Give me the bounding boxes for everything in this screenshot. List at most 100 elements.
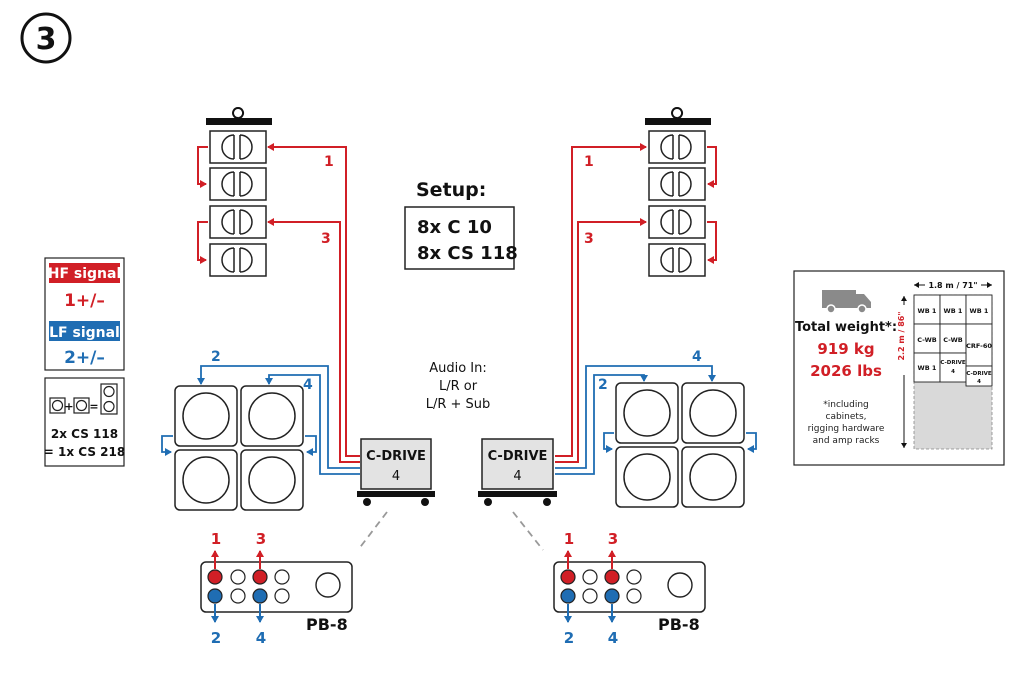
right-cables: 1 3 4 2 (555, 143, 716, 475)
lf-cable-4 (555, 365, 716, 469)
caster-wheel (543, 498, 551, 506)
svg-text:3: 3 (608, 530, 618, 548)
truck-icon (822, 290, 871, 314)
hf-cable-3 (267, 218, 360, 463)
c10-cabinet (648, 130, 706, 164)
setup-line-1: 8x C 10 (417, 217, 492, 238)
svg-text:WB 1: WB 1 (970, 307, 989, 315)
svg-text:2x CS 118: 2x CS 118 (51, 427, 118, 441)
c10-cabinet (209, 205, 267, 239)
transport-panel: Total weight*: 919 kg 2026 lbs *includin… (793, 270, 1005, 466)
right-line-array (645, 107, 717, 277)
leader-line (512, 511, 544, 551)
lf-link-cable (305, 435, 317, 456)
power-connector (667, 572, 693, 598)
panel-label: PB-8 (306, 615, 348, 634)
lf-link-cable (161, 435, 173, 456)
rigging-frame (206, 118, 272, 125)
lf-link-cable (746, 432, 757, 453)
svg-text:4: 4 (608, 629, 618, 647)
cs118-mini-icon (73, 397, 90, 414)
svg-text:2: 2 (564, 629, 574, 647)
svg-text:C-DRIVE: C-DRIVE (966, 371, 992, 377)
svg-text:1: 1 (211, 530, 221, 548)
svg-text:Audio In:: Audio In: (429, 361, 487, 376)
svg-text:*including: *including (823, 400, 869, 410)
rigging-ring-icon (671, 107, 684, 119)
cs118-sub (240, 385, 304, 447)
svg-text:C-WB: C-WB (917, 336, 936, 344)
left-cables: 1 3 2 4 (197, 143, 360, 475)
lf-swatch (49, 321, 120, 341)
cs118-sub (240, 449, 304, 511)
svg-text:2+/–: 2+/– (64, 348, 105, 368)
step-badge: 3 (20, 12, 72, 64)
cable-number-3: 3 (584, 231, 594, 247)
cs118-sub (615, 382, 679, 444)
cable-number-1: 1 (584, 154, 594, 170)
amp-channel-count: 4 (392, 469, 400, 484)
amp-channel-count: 4 (513, 469, 521, 484)
weight-title: Total weight*: (795, 320, 897, 335)
svg-text:C-DRIVE: C-DRIVE (940, 360, 966, 366)
amp-rack-base (357, 491, 435, 497)
cable-number-4: 4 (303, 377, 313, 393)
svg-text:3: 3 (256, 530, 266, 548)
hf-socket (252, 569, 268, 585)
amp-label: C-DRIVE (366, 449, 426, 464)
cable-number-3: 3 (321, 231, 331, 247)
lf-socket (560, 588, 576, 604)
left-sub-cluster (161, 385, 317, 511)
right-pb8-panel: 1 3 2 4 PB-8 (553, 530, 706, 647)
c10-cabinet (648, 243, 706, 277)
svg-text:= 1x CS 218: = 1x CS 218 (44, 445, 125, 459)
hf-swatch (49, 263, 120, 283)
svg-text:=: = (89, 400, 98, 413)
c10-cabinet (209, 243, 267, 277)
svg-text:WB 1: WB 1 (918, 364, 937, 372)
lf-link-cable (603, 432, 614, 453)
svg-text:L/R or: L/R or (439, 379, 478, 394)
lf-socket (207, 588, 223, 604)
svg-text:rigging hardware: rigging hardware (808, 424, 885, 434)
hf-cable-3 (555, 218, 647, 463)
amp-label: C-DRIVE (488, 449, 548, 464)
lf-socket (252, 588, 268, 604)
height-dimension: 2.2 m / 86" (897, 311, 906, 360)
rigging-ring-icon (232, 107, 245, 119)
amp-rack-base (478, 491, 557, 497)
cs218-mini-icon (100, 383, 118, 415)
svg-text:LF signal: LF signal (49, 325, 120, 341)
lf-socket (604, 588, 620, 604)
step-number: 3 (36, 22, 57, 57)
c10-cabinet (209, 167, 267, 201)
c10-cabinet (648, 205, 706, 239)
hf-link-cable (197, 146, 208, 188)
svg-text:WB 1: WB 1 (918, 307, 937, 315)
svg-text:C-WB: C-WB (943, 336, 962, 344)
hf-link-cable (707, 221, 717, 264)
hf-socket (207, 569, 223, 585)
setup-panel: Setup: 8x C 10 8x CS 118 (404, 179, 518, 270)
hf-socket (604, 569, 620, 585)
hf-link-cable (707, 146, 717, 188)
cs118-sub (174, 449, 238, 511)
caster-wheel (421, 498, 429, 506)
svg-text:WB 1: WB 1 (944, 307, 963, 315)
cable-number-2: 2 (598, 377, 608, 393)
weight-lbs: 2026 lbs (810, 362, 882, 380)
caster-wheel (484, 498, 492, 506)
power-connector (315, 572, 341, 598)
setup-title: Setup: (416, 179, 486, 201)
svg-text:1: 1 (564, 530, 574, 548)
svg-text:4: 4 (951, 369, 955, 375)
left-c-drive-amp: C-DRIVE 4 (357, 438, 435, 506)
svg-text:2: 2 (211, 629, 221, 647)
rigging-frame (645, 118, 711, 125)
panel-label: PB-8 (658, 615, 700, 634)
cs118-sub (681, 446, 745, 508)
cs118-sub (174, 385, 238, 447)
lf-cable-2 (197, 365, 360, 469)
caster-wheel (363, 498, 371, 506)
